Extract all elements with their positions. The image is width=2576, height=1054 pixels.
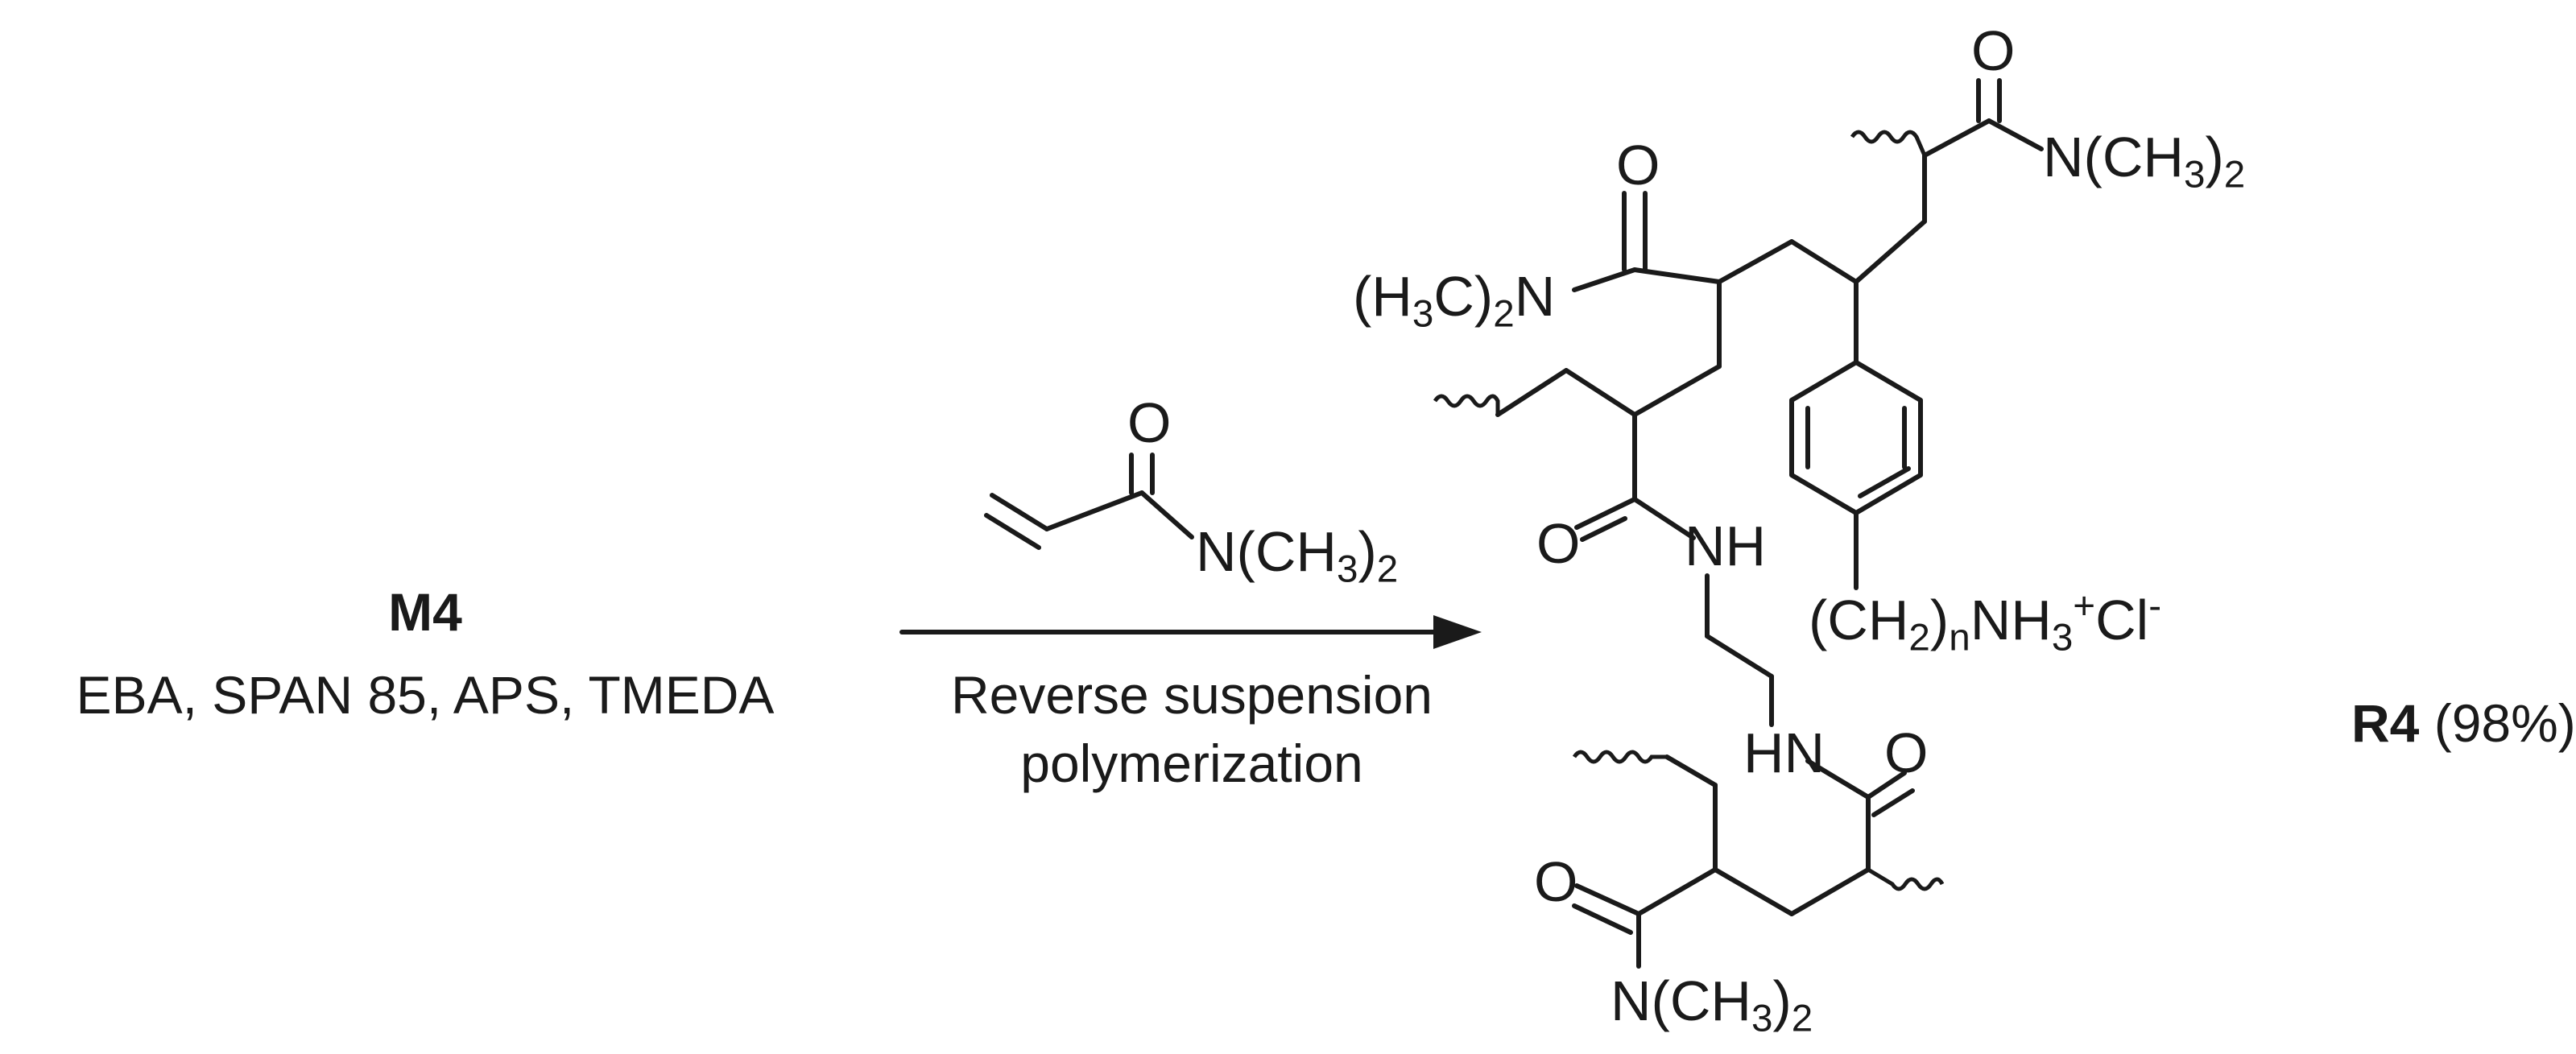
monomer-oxygen: O bbox=[1127, 391, 1172, 454]
atom-o-upper-left: O bbox=[1616, 134, 1660, 196]
reactant-label: M4 bbox=[388, 582, 462, 642]
atom-o-lower-right: O bbox=[1884, 721, 1929, 784]
product-yield: (98%) bbox=[2433, 693, 2576, 753]
product-label: R4 (98%) bbox=[2351, 696, 2576, 750]
atom-hn-lower: HN bbox=[1743, 721, 1826, 784]
atom-o-top-right: O bbox=[1971, 19, 2016, 82]
atom-nme2-left: (H3C)2N bbox=[1353, 265, 1556, 336]
monomer-structure bbox=[984, 453, 1194, 550]
reactant-reagents: EBA, SPAN 85, APS, TMEDA bbox=[76, 665, 775, 725]
reaction-arrow bbox=[899, 615, 1482, 649]
atom-ammonium-chain: (CH2)nNH3+Cl- bbox=[1809, 584, 2162, 659]
product-name: R4 bbox=[2351, 693, 2420, 753]
condition-line-1: Reverse suspension bbox=[951, 665, 1433, 725]
atom-o-mid-left: O bbox=[1536, 512, 1581, 575]
structure-drawing bbox=[899, 78, 2044, 969]
atom-nme2-top-right: N(CH3)2 bbox=[2043, 126, 2246, 196]
atom-nh-upper: NH bbox=[1685, 515, 1767, 577]
condition-line-2: polymerization bbox=[1020, 734, 1363, 793]
atom-o-bottom-left: O bbox=[1534, 850, 1578, 913]
monomer-amine-label: N(CH3)2 bbox=[1196, 520, 1399, 591]
product-backbone bbox=[1433, 78, 2044, 969]
benzene-ring bbox=[1789, 360, 1923, 590]
atom-nme2-bottom: N(CH3)2 bbox=[1611, 969, 1813, 1040]
